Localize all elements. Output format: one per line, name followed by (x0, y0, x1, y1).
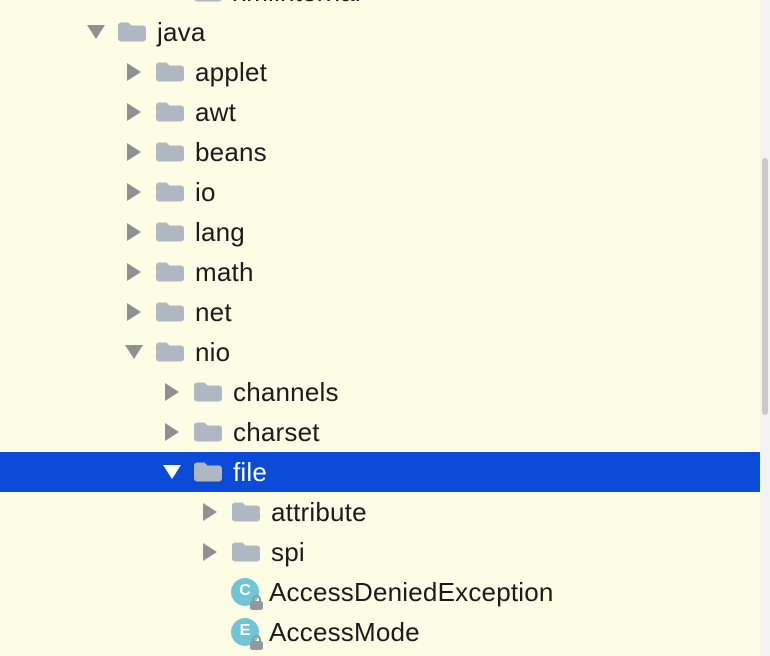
tree-row[interactable]: spi (0, 532, 760, 572)
expander-collapsed-icon[interactable] (199, 543, 221, 561)
folder-icon (155, 180, 185, 204)
badge-letter: C (239, 582, 251, 599)
tree-row[interactable]: attribute (0, 492, 760, 532)
row-label: nio (195, 336, 231, 367)
tree-row[interactable]: lang (0, 212, 760, 252)
expander-expanded-icon[interactable] (85, 25, 107, 39)
expander-collapsed-icon[interactable] (161, 383, 183, 401)
tree-row[interactable]: nio (0, 332, 760, 372)
disclosure-triangle (165, 383, 179, 401)
expander-collapsed-icon[interactable] (161, 423, 183, 441)
tree-row[interactable]: xmlinternal (0, 0, 760, 12)
disclosure-triangle (165, 423, 179, 441)
tree-row[interactable]: java (0, 12, 760, 52)
expander-collapsed-icon[interactable] (123, 303, 145, 321)
row-label: file (233, 456, 268, 487)
disclosure-triangle (203, 503, 217, 521)
expander-collapsed-icon[interactable] (123, 183, 145, 201)
expander-collapsed-icon[interactable] (123, 103, 145, 121)
row-label: spi (271, 536, 305, 567)
enum-icon: E (231, 618, 263, 650)
lock-icon (250, 595, 263, 610)
expander-expanded-icon[interactable] (123, 345, 145, 359)
disclosure-triangle (163, 465, 181, 479)
disclosure-triangle (127, 143, 141, 161)
expander-collapsed-icon[interactable] (123, 63, 145, 81)
row-label: awt (195, 96, 237, 127)
folder-icon (231, 500, 261, 524)
folder-icon (155, 100, 185, 124)
tree-row[interactable]: io (0, 172, 760, 212)
disclosure-triangle (127, 103, 141, 121)
disclosure-triangle (203, 543, 217, 561)
scrollbar-track[interactable] (760, 0, 770, 656)
disclosure-triangle (127, 303, 141, 321)
expander-expanded-icon[interactable] (161, 465, 183, 479)
folder-icon (155, 60, 185, 84)
folder-icon (155, 300, 185, 324)
folder-icon (193, 460, 223, 484)
disclosure-triangle (87, 25, 105, 39)
tree-row[interactable]: E AccessMode (0, 612, 760, 652)
tree-row[interactable]: awt (0, 92, 760, 132)
disclosure-triangle (127, 183, 141, 201)
row-label: charset (233, 416, 320, 447)
disclosure-triangle (127, 63, 141, 81)
folder-icon (193, 420, 223, 444)
expander-collapsed-icon[interactable] (123, 223, 145, 241)
tree-row[interactable]: applet (0, 52, 760, 92)
tree-row[interactable]: net (0, 292, 760, 332)
disclosure-triangle (125, 345, 143, 359)
row-label: java (157, 16, 206, 47)
tree-row[interactable]: file (0, 452, 760, 492)
tree-row[interactable]: math (0, 252, 760, 292)
row-label: net (195, 296, 232, 327)
folder-icon (231, 540, 261, 564)
row-label: AccessMode (269, 616, 420, 647)
row-label: applet (195, 56, 268, 87)
folder-icon (155, 260, 185, 284)
disclosure-triangle (127, 263, 141, 281)
row-label: attribute (271, 496, 367, 527)
tree-row[interactable]: channels (0, 372, 760, 412)
row-label: beans (195, 136, 267, 167)
row-label: xmlinternal (233, 0, 361, 8)
badge-letter: E (239, 622, 251, 639)
row-label: lang (195, 216, 245, 247)
tree-row[interactable]: beans (0, 132, 760, 172)
class-icon: C (231, 578, 263, 610)
folder-icon (155, 140, 185, 164)
folder-icon (193, 0, 223, 4)
folder-icon (117, 20, 147, 44)
expander-collapsed-icon[interactable] (123, 263, 145, 281)
row-label: AccessDeniedException (269, 576, 554, 607)
lock-icon (250, 635, 263, 650)
row-label: channels (233, 376, 339, 407)
folder-icon (155, 220, 185, 244)
disclosure-triangle (127, 223, 141, 241)
expander-collapsed-icon[interactable] (123, 143, 145, 161)
tree-row[interactable]: charset (0, 412, 760, 452)
folder-icon (155, 340, 185, 364)
tree-row[interactable]: C AccessDeniedException (0, 572, 760, 612)
scrollbar-thumb[interactable] (762, 158, 768, 415)
expander-collapsed-icon[interactable] (199, 503, 221, 521)
row-label: math (195, 256, 254, 287)
row-label: io (195, 176, 216, 207)
folder-icon (193, 380, 223, 404)
